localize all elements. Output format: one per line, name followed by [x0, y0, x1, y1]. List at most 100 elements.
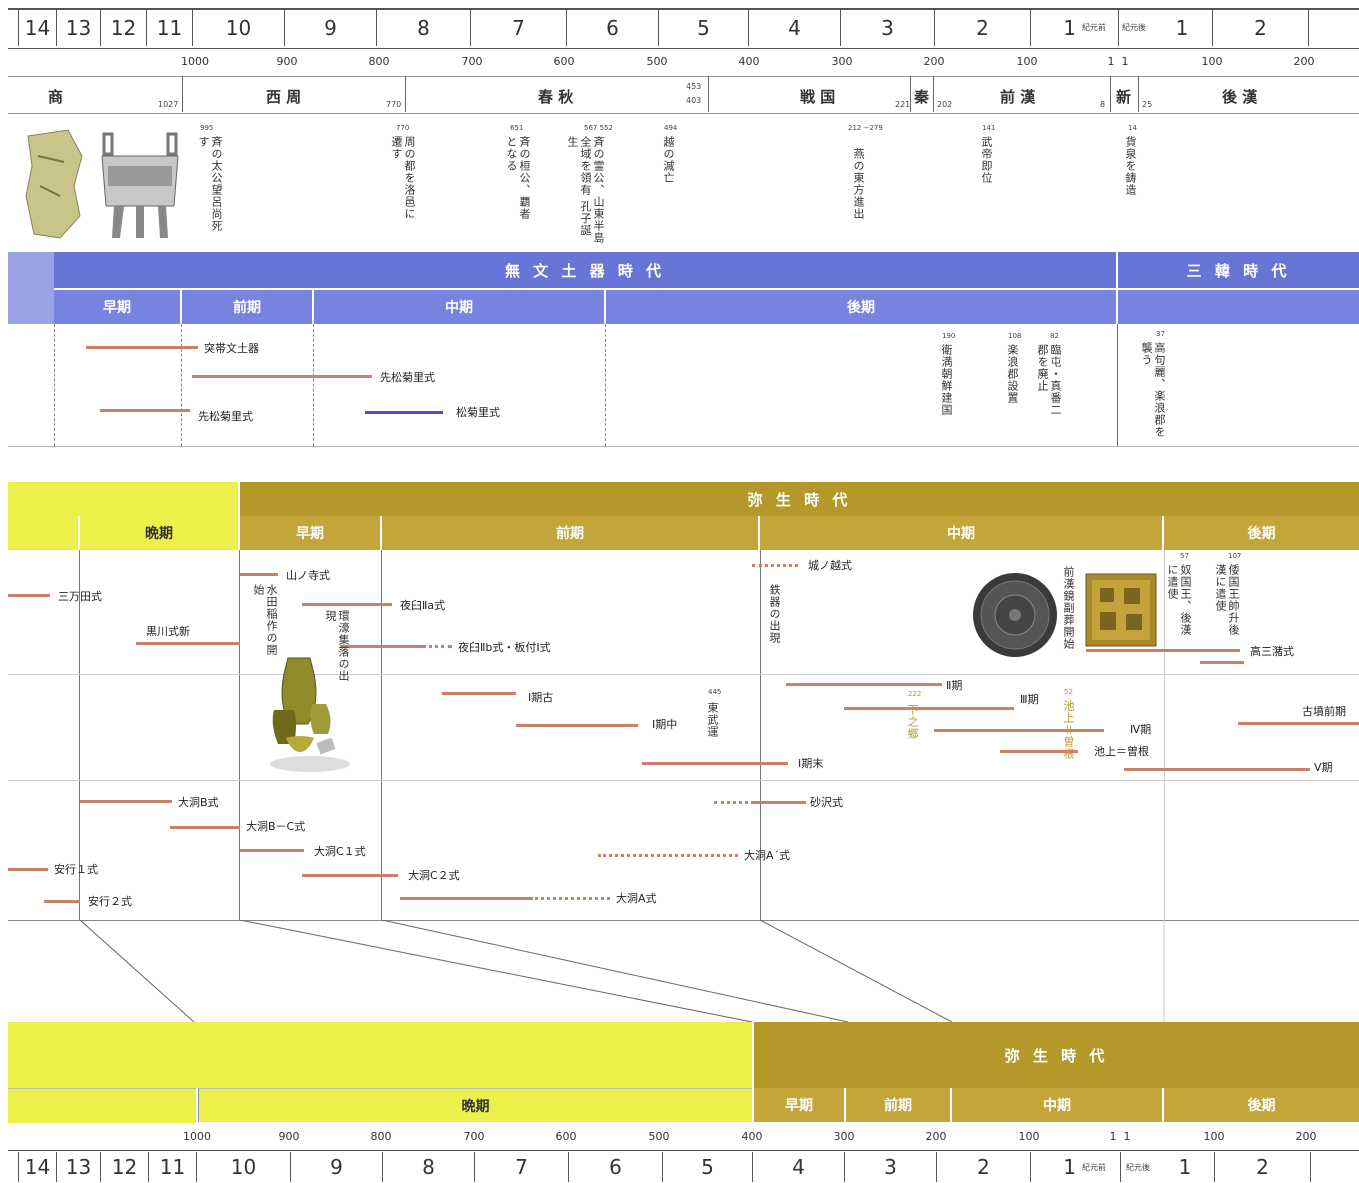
- korea-label-b: 先松菊里式: [380, 369, 435, 385]
- btick-700: 700: [464, 1130, 485, 1143]
- jp-event-52-text: 池上＝曽根: [1062, 700, 1075, 776]
- year-tick-row: 1000 900 800 700 600 500 400 300 200 100…: [8, 50, 1359, 74]
- korea-phase-late: 後期: [606, 290, 1116, 324]
- korea-phase-middle: 中期: [314, 290, 604, 324]
- bronze-cauldron-image: [98, 130, 182, 242]
- bcentury-4: 4: [752, 1152, 844, 1182]
- bottom-era-title: 弥 生 時 代: [754, 1022, 1359, 1088]
- dynasty-chunqiu: 春 秋: [538, 86, 573, 107]
- jp-kofun: 古墳前期: [1302, 703, 1346, 719]
- korea-label-a: 突帯文土器: [204, 340, 259, 356]
- jp-takamitsu: 高三潴式: [1250, 643, 1294, 659]
- century-6: 6: [566, 10, 658, 46]
- jp-angyo1: 安行１式: [54, 861, 98, 877]
- century-14: 14: [18, 10, 56, 46]
- jp-i-ko: Ⅰ期古: [528, 689, 553, 705]
- jp-obora-a2: 大洞A´式: [744, 847, 790, 863]
- bottom-year-tick-row: 1000 900 800 700 600 500 400 300 200 100…: [8, 1126, 1359, 1148]
- japan-phase-final: 晩期: [80, 516, 238, 550]
- jp-v: Ⅴ期: [1314, 759, 1333, 775]
- jp-i-naka: Ⅰ期中: [652, 716, 677, 732]
- korea-label-c: 先松菊里式: [198, 408, 253, 424]
- bc-label: 紀元前: [1082, 22, 1106, 33]
- event-141-text: 武帝即位: [980, 136, 993, 206]
- century-11: 11: [146, 10, 192, 46]
- ad-label: 紀元後: [1122, 22, 1146, 33]
- btick-300: 300: [834, 1130, 855, 1143]
- century-ad-2: 2: [1212, 10, 1308, 46]
- korea-event-82-year: 82: [1050, 332, 1059, 340]
- bcentury-8: 8: [382, 1152, 474, 1182]
- century-7: 7: [470, 10, 566, 46]
- japan-era-title: 弥 生 時 代: [240, 482, 1359, 516]
- bcentury-5: 5: [662, 1152, 752, 1182]
- jp-i-matsu: Ⅰ期末: [798, 755, 823, 771]
- event-567-text: 斉の霊公、山東半島全域を領有 孔子誕生: [566, 136, 605, 246]
- century-1: 1: [1030, 10, 1080, 46]
- bottom-ad-label: 紀元後: [1126, 1162, 1150, 1173]
- dynasty-qianhan: 前 漢: [1000, 86, 1035, 107]
- bottom-bc-label: 紀元前: [1082, 1162, 1106, 1173]
- event-212-year: 212 −279: [848, 124, 883, 132]
- bottom-phase-middle: 中期: [952, 1088, 1162, 1122]
- btick-200: 200: [926, 1130, 947, 1143]
- jp-yuusu1: 夜臼Ⅱa式: [400, 597, 445, 613]
- jp-yuusu2: 夜臼Ⅱb式・板付Ⅰ式: [458, 639, 551, 655]
- korea-line-b: [192, 375, 372, 378]
- dynasty-xizhou: 西 周: [266, 86, 301, 107]
- jp-event-mirror: 前漢鏡副葬開始: [1062, 566, 1075, 660]
- dynasty-houhan: 後 漢: [1222, 86, 1257, 107]
- tick-1-ad: 1: [1122, 55, 1129, 68]
- century-2: 2: [934, 10, 1030, 46]
- century-8: 8: [376, 10, 470, 46]
- bcentury-ad-1: 1: [1156, 1152, 1214, 1182]
- korea-line-d: [365, 411, 443, 414]
- tick-700: 700: [462, 55, 483, 68]
- event-141-year: 141: [982, 124, 995, 132]
- korea-line-c: [100, 409, 190, 412]
- dynasty-chunqiu-end2: 403: [686, 96, 701, 105]
- japan-phase-former: 前期: [382, 516, 758, 550]
- dynasty-chunqiu-end1: 453: [686, 82, 701, 91]
- bcentury-2: 2: [936, 1152, 1030, 1182]
- korea-line-a: [86, 346, 198, 349]
- jp-event-222-text: 下之郷: [906, 704, 919, 754]
- jp-event-107-year: 107: [1228, 552, 1241, 560]
- china-dynasty-row: [8, 76, 1359, 114]
- dynasty-shang: 商: [48, 86, 63, 107]
- century-12: 12: [100, 10, 146, 46]
- event-494-year: 494: [664, 124, 677, 132]
- jp-sunazawa: 砂沢式: [810, 794, 843, 810]
- korea-event-108-year: 108: [1008, 332, 1021, 340]
- korea-era-title-2: 三 韓 時 代: [1118, 252, 1359, 288]
- century-5: 5: [658, 10, 748, 46]
- jp-event-rice: 水田稲作の開始: [252, 584, 278, 664]
- jp-angyo2: 安行２式: [88, 893, 132, 909]
- century-13: 13: [56, 10, 100, 46]
- korea-label-d: 松菊里式: [456, 404, 500, 420]
- tick-100: 100: [1017, 55, 1038, 68]
- btick-ad-200: 200: [1296, 1130, 1317, 1143]
- btick-ad-100: 100: [1204, 1130, 1225, 1143]
- korea-event-82-text: 臨屯・真番二郡を廃止: [1036, 344, 1062, 424]
- jp-obora-b: 大洞B式: [178, 794, 219, 810]
- jp-event-iron: 鉄器の出現: [768, 584, 781, 654]
- dynasty-xin: 新: [1116, 86, 1131, 107]
- tick-1000: 1000: [181, 55, 209, 68]
- bcentury-1: 1: [1030, 1152, 1080, 1182]
- jp-obora-c1: 大洞C１式: [314, 843, 366, 859]
- japan-jomon-band: [8, 482, 238, 516]
- tick-ad-100: 100: [1202, 55, 1223, 68]
- century-9: 9: [284, 10, 376, 46]
- btick-800: 800: [371, 1130, 392, 1143]
- bottom-jomon-band: [8, 1022, 752, 1088]
- dynasty-qin-end: 202: [937, 100, 952, 109]
- bcentury-14: 14: [18, 1152, 56, 1182]
- chronology-connector-lines: [0, 920, 1359, 1022]
- korea-event-190-year: 190: [942, 332, 955, 340]
- korea-event-37-text: 高句麗、楽浪郡を襲う: [1140, 342, 1166, 438]
- jp-obora-a: 大洞A式: [616, 890, 657, 906]
- tick-300: 300: [832, 55, 853, 68]
- btick-100: 100: [1019, 1130, 1040, 1143]
- jp-ii: Ⅱ期: [946, 677, 962, 693]
